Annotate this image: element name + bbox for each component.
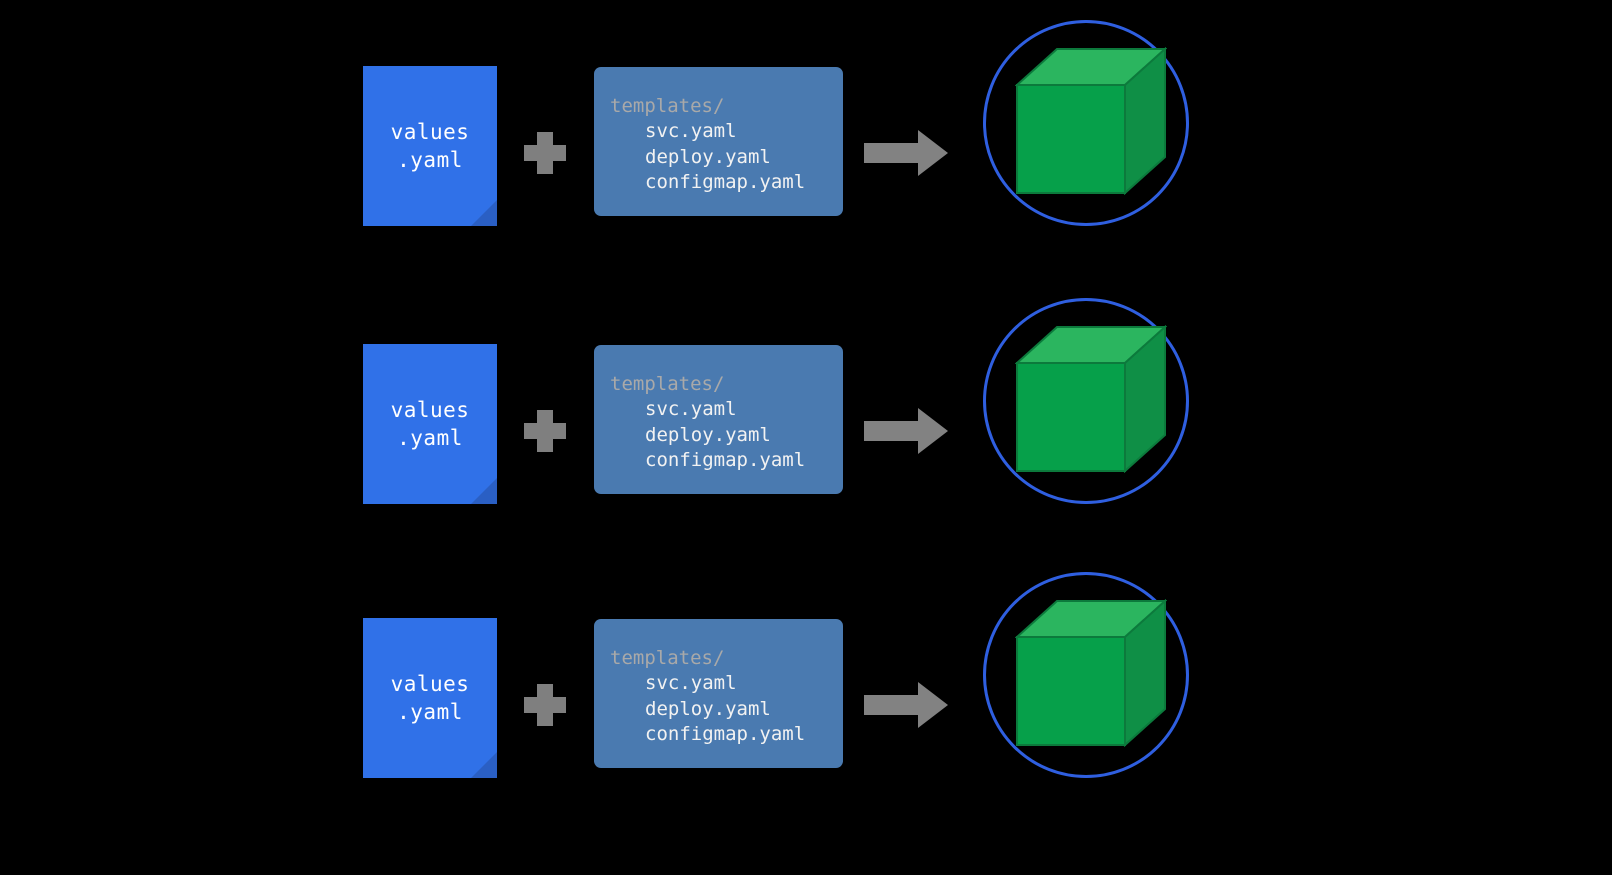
- templates-directory-card[interactable]: templates/ svc.yaml deploy.yaml configma…: [594, 345, 843, 494]
- arrow-head: [918, 408, 948, 454]
- templates-directory-label: templates/: [610, 647, 725, 669]
- values-file-name-line2: .yaml: [397, 148, 463, 172]
- templates-directory-card[interactable]: templates/ svc.yaml deploy.yaml configma…: [594, 619, 843, 768]
- plus-icon-vertical-bar: [537, 132, 553, 174]
- pipeline-row: values .yaml templates/ svc.yaml deploy.…: [0, 572, 1612, 782]
- templates-file-list: templates/ svc.yaml deploy.yaml configma…: [610, 645, 833, 748]
- cube-icon: [1015, 47, 1167, 195]
- cube-icon: [1015, 599, 1167, 747]
- page-fold-corner-icon: [471, 200, 497, 226]
- pipeline-row: values .yaml templates/ svc.yaml deploy.…: [0, 20, 1612, 230]
- plus-icon: [524, 132, 566, 174]
- circle-outline: [983, 298, 1189, 504]
- cube-icon: [1015, 325, 1167, 473]
- arrow-shaft: [864, 421, 920, 441]
- circle-outline: [983, 20, 1189, 226]
- template-file-item: svc.yaml: [645, 398, 737, 420]
- plus-icon-vertical-bar: [537, 684, 553, 726]
- values-file-name-line1: values: [390, 672, 470, 696]
- arrow-right-icon: [864, 398, 949, 464]
- plus-icon: [524, 410, 566, 452]
- release-result[interactable]: [983, 20, 1189, 226]
- values-file-name-line2: .yaml: [397, 426, 463, 450]
- release-result[interactable]: [983, 572, 1189, 778]
- pipeline-row: values .yaml templates/ svc.yaml deploy.…: [0, 298, 1612, 508]
- values-yaml-document[interactable]: values .yaml: [363, 344, 497, 504]
- arrow-head: [918, 682, 948, 728]
- circle-outline: [983, 572, 1189, 778]
- page-fold-corner-icon: [471, 752, 497, 778]
- plus-icon-vertical-bar: [537, 410, 553, 452]
- values-file-name-line1: values: [390, 398, 470, 422]
- template-file-item: configmap.yaml: [645, 449, 806, 471]
- release-result[interactable]: [983, 298, 1189, 504]
- template-file-item: deploy.yaml: [645, 145, 771, 168]
- template-file-item: configmap.yaml: [645, 723, 806, 745]
- template-file-item: svc.yaml: [645, 120, 737, 142]
- template-file-item: svc.yaml: [645, 672, 737, 694]
- templates-file-list: templates/ svc.yaml deploy.yaml configma…: [610, 371, 833, 474]
- templates-directory-label: templates/: [610, 373, 725, 395]
- plus-icon: [524, 684, 566, 726]
- template-file-item: configmap.yaml: [645, 171, 806, 193]
- arrow-head: [918, 130, 948, 176]
- arrow-shaft: [864, 695, 920, 715]
- values-file-name-line1: values: [390, 120, 470, 144]
- templates-file-list: templates/ svc.yaml deploy.yaml configma…: [610, 93, 833, 196]
- templates-directory-label: templates/: [610, 95, 725, 117]
- arrow-right-icon: [864, 672, 949, 738]
- template-file-item: deploy.yaml: [645, 423, 771, 446]
- values-file-name-line2: .yaml: [397, 700, 463, 724]
- arrow-shaft: [864, 143, 920, 163]
- arrow-right-icon: [864, 120, 949, 186]
- templates-directory-card[interactable]: templates/ svc.yaml deploy.yaml configma…: [594, 67, 843, 216]
- template-file-item: deploy.yaml: [645, 697, 771, 720]
- page-fold-corner-icon: [471, 478, 497, 504]
- values-yaml-document[interactable]: values .yaml: [363, 618, 497, 778]
- values-yaml-document[interactable]: values .yaml: [363, 66, 497, 226]
